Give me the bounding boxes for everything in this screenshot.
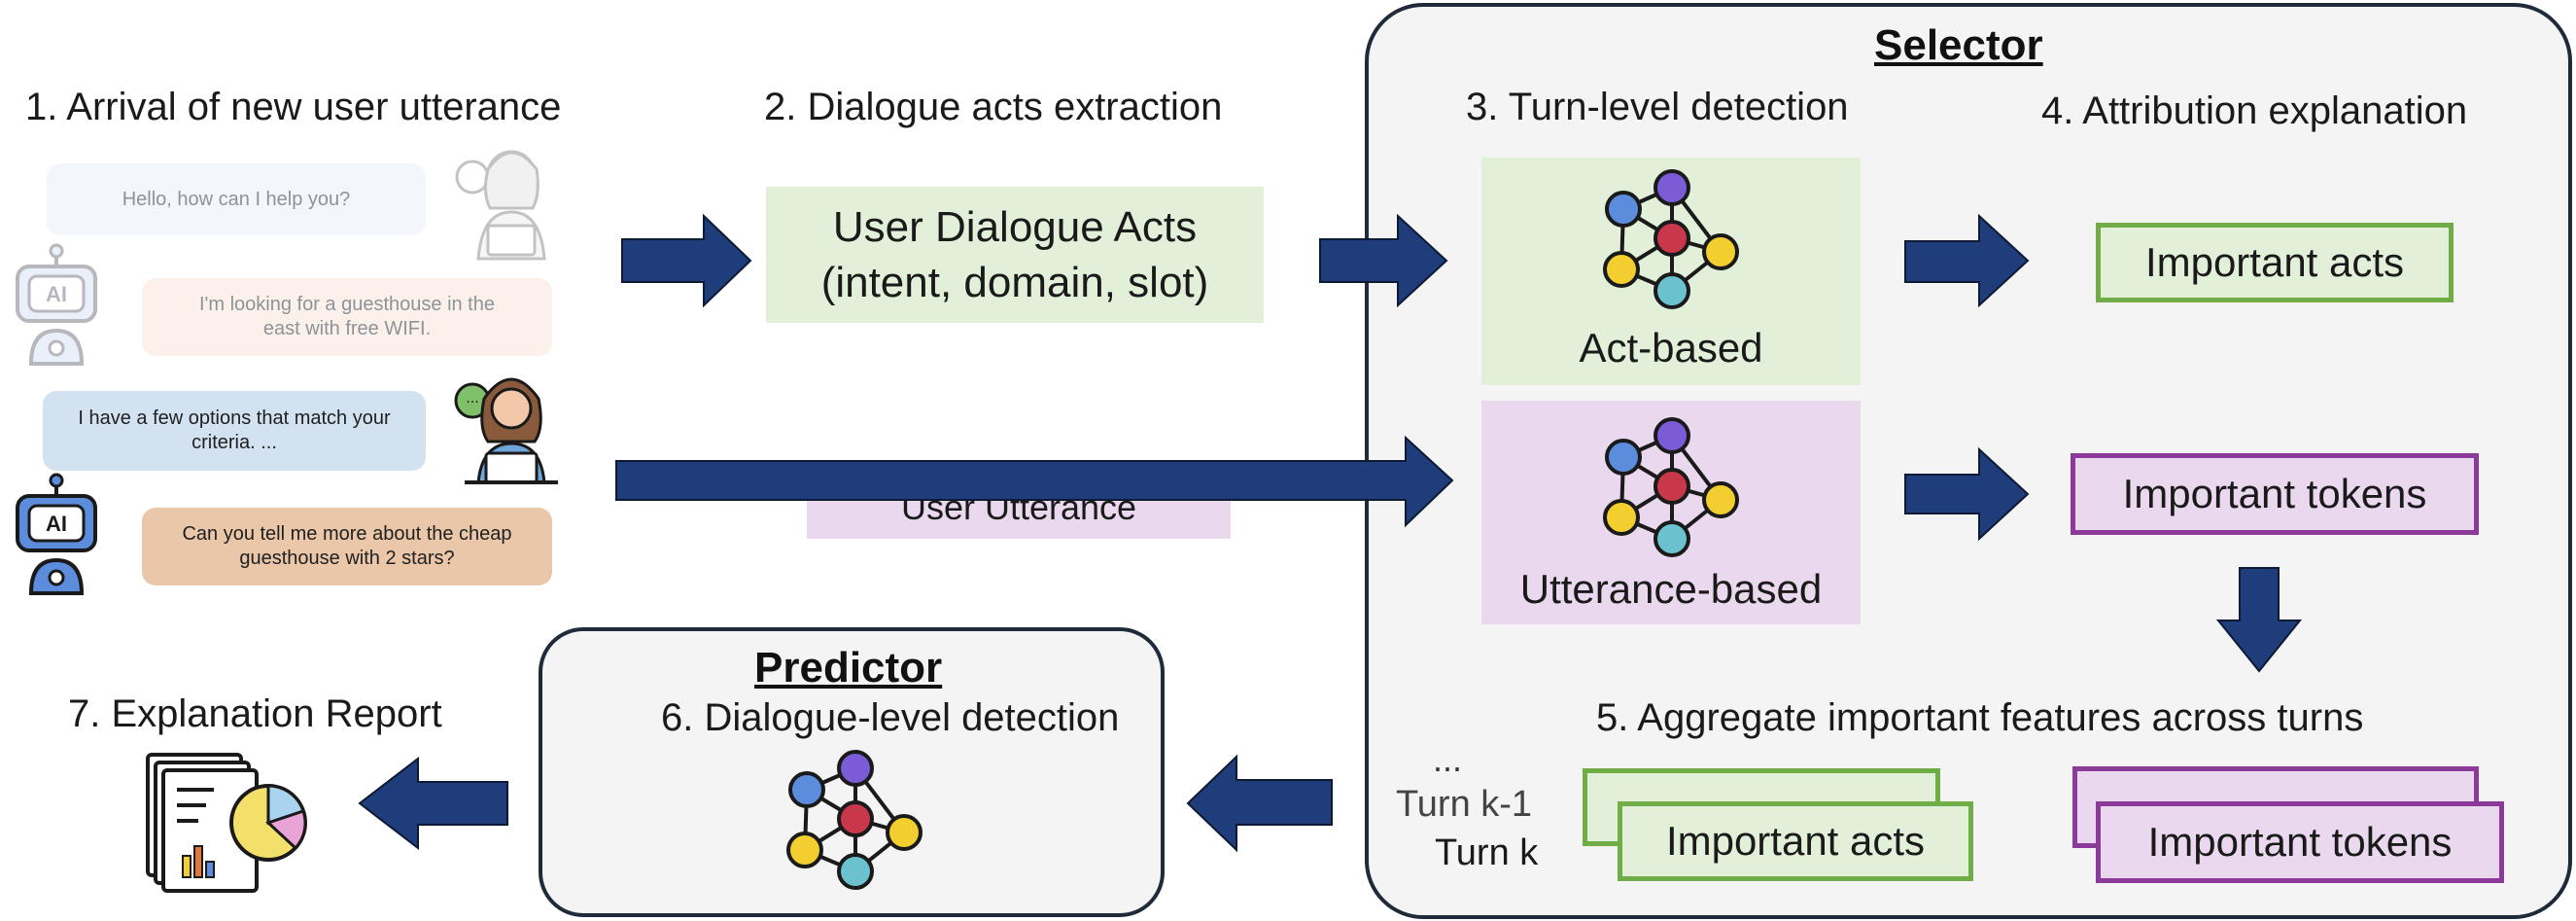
- step-2-label: 2. Dialogue acts extraction: [764, 86, 1223, 128]
- important-tokens-output: Important tokens: [2071, 453, 2479, 535]
- step-7-label: 7. Explanation Report: [68, 692, 442, 735]
- acts-box-line-2: (intent, domain, slot): [820, 259, 1209, 306]
- svg-text:···: ···: [466, 395, 478, 410]
- arrow-utterance-detector-to-output: [1904, 446, 2030, 542]
- neural-network-icon-act: [1603, 169, 1739, 309]
- arrow-down-to-aggregate: [2215, 567, 2303, 673]
- utterance-based-label: Utterance-based: [1519, 566, 1823, 612]
- step-3-label: 3. Turn-level detection: [1466, 86, 1849, 128]
- neural-network-icon-utterance: [1603, 417, 1739, 557]
- arrow-utterance-to-acts: [621, 213, 752, 308]
- dialogue-bubble-user-2: Can you tell me more about the cheap gue…: [142, 508, 552, 585]
- arrow-acts-to-detector: [1319, 213, 1448, 308]
- dialogue-bubble-agent-2: I have a few options that match your cri…: [43, 391, 426, 471]
- step-1-label: 1. Arrival of new user utterance: [25, 86, 562, 128]
- arrow-utterance-to-detector: [615, 435, 1454, 528]
- predictor-title: Predictor: [754, 644, 943, 691]
- agent-avatar-icon: ···: [454, 377, 558, 484]
- acts-box-line-1: User Dialogue Acts: [832, 202, 1198, 251]
- selector-title: Selector: [1874, 21, 2043, 69]
- robot-screen-text: AI: [46, 512, 67, 536]
- turn-k-minus-1-label: Turn k-1: [1396, 784, 1533, 825]
- arrow-act-detector-to-output: [1904, 213, 2030, 308]
- dialogue-bubble-agent-1: Hello, how can I help you?: [47, 163, 426, 235]
- robot-avatar-icon-faded: AI: [16, 243, 97, 366]
- turn-k-label: Turn k: [1435, 832, 1539, 873]
- turn-ellipsis: ...: [1433, 739, 1463, 779]
- arrow-aggregate-to-predictor: [1186, 754, 1333, 853]
- robot-avatar-icon: AI: [16, 473, 97, 595]
- act-based-label: Act-based: [1579, 325, 1763, 371]
- arrow-predictor-to-report: [358, 756, 508, 851]
- dialogue-bubble-user-1: I'm looking for a guesthouse in the east…: [142, 278, 552, 356]
- aggregated-important-acts: Important acts: [1618, 801, 1973, 881]
- aggregated-important-tokens: Important tokens: [2096, 801, 2504, 883]
- step-6-label: 6. Dialogue-level detection: [661, 696, 1120, 739]
- user-dialogue-acts-box: User Dialogue Acts (intent, domain, slot…: [766, 187, 1264, 323]
- step-5-label: 5. Aggregate important features across t…: [1596, 696, 2364, 739]
- report-document-icon: [146, 753, 307, 893]
- neural-network-icon-predictor: [786, 750, 922, 890]
- step-4-label: 4. Attribution explanation: [2041, 89, 2468, 132]
- robot-screen-text-faded: AI: [46, 282, 67, 306]
- agent-avatar-icon-faded: [455, 150, 546, 261]
- important-acts-output: Important acts: [2096, 223, 2454, 302]
